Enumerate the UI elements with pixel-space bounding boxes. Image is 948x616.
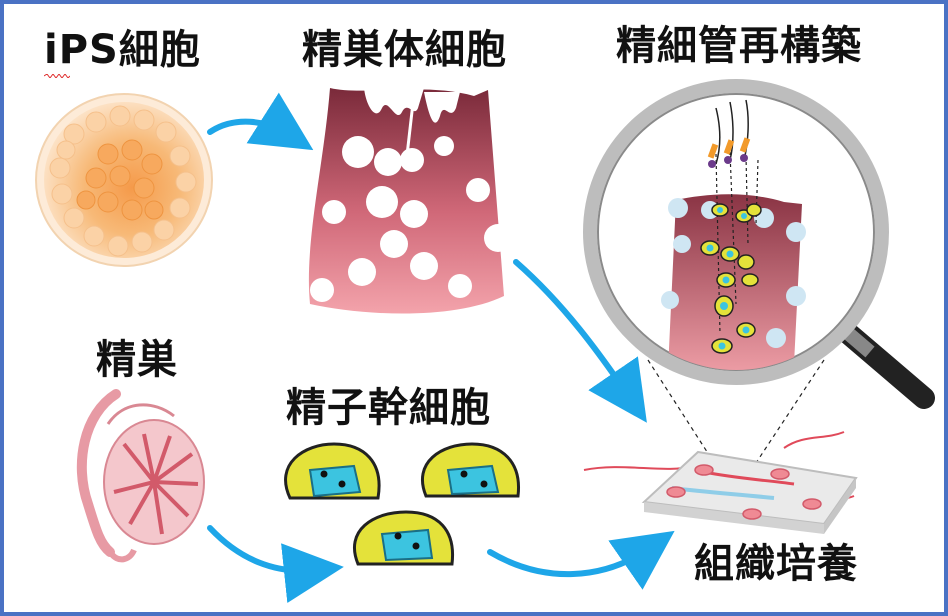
- ips-colony-image: [35, 93, 213, 267]
- stem-cells-label: 精子幹細胞: [286, 385, 491, 431]
- ips-cells-label: iPS細胞: [44, 27, 201, 73]
- testis-label: 精巣: [96, 337, 178, 383]
- diagram-artwork: [35, 79, 935, 603]
- sertoli-tissue-image: [308, 88, 512, 314]
- stem-cells-image: [284, 442, 520, 566]
- tissue-culture-label: 組織培養: [694, 541, 858, 587]
- tubule-reconstruction-label: 精細管再構築: [616, 23, 862, 69]
- spellcheck-underline: [44, 74, 70, 78]
- sertoli-cells-label: 精巣体細胞: [302, 27, 507, 73]
- zoom-lines: [647, 359, 825, 473]
- culture-chip-image: [583, 431, 858, 534]
- magnifier-image: [583, 79, 935, 409]
- flow-arrows: [207, 92, 675, 603]
- testis-image: [76, 389, 205, 563]
